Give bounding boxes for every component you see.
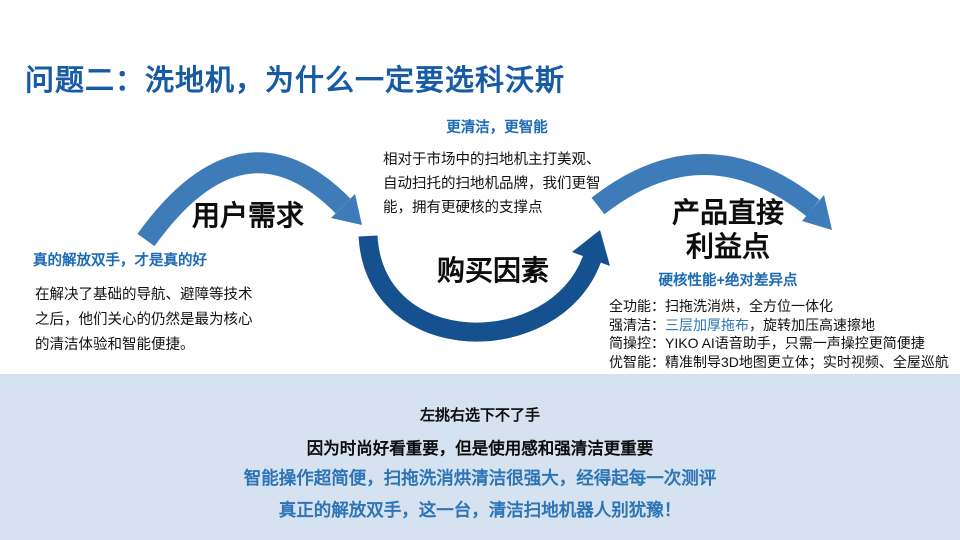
benefit-point-rest: 扫拖洗消烘，全方位一体化 [665, 298, 833, 314]
benefit-point-rest: ，旋转加压高速擦地 [749, 316, 875, 333]
footer-line-4: 真正的解放双手，这一台，清洁扫地机器人别犹豫！ [278, 500, 682, 520]
footer-line-3: 智能操作超简便，扫拖洗消烘清洁很强大，经得起每一次测评 [243, 468, 717, 488]
purchase-factors-arrowhead-icon [572, 230, 610, 266]
benefit-point-prefix: 强清洁： [609, 316, 665, 333]
benefit-point: 简操控：YIKO AI语音助手，只需一声操控更简便捷 [609, 334, 949, 353]
user-needs-body: 在解决了基础的导航、避障等技术之后，他们关心的仍然是最为核心的清洁体验和智能便捷… [35, 287, 253, 353]
product-benefits-label-line1: 产品直接 [671, 197, 784, 228]
footer-line-1: 左挑右选下不了手 [419, 407, 540, 424]
user-needs-arc [137, 152, 351, 247]
benefit-point-prefix: 简操控： [609, 335, 665, 351]
benefit-point: 优智能：精准制导3D地图更立体；实时视频、全屋巡航 [609, 353, 949, 372]
product-benefits-points-list: 全功能：扫拖洗消烘，全方位一体化 强清洁：三层加厚拖布，旋转加压高速擦地 简操控… [609, 297, 949, 371]
benefit-point-highlight: 三层加厚拖布 [665, 316, 749, 333]
benefit-point-prefix: 全功能： [609, 298, 665, 314]
product-benefits-arrowhead-icon [802, 195, 832, 230]
user-needs-subhead: 真的解放双手，才是真的好 [33, 253, 207, 269]
flow-node-product-benefits: 产品直接 利益点 [650, 196, 806, 264]
product-benefits-label-line2: 利益点 [685, 231, 770, 262]
product-benefits-subhead: 硬核性能+绝对差异点 [658, 273, 798, 289]
flow-node-user-needs: 用户需求 [192, 200, 305, 231]
product-benefits-arc [591, 154, 820, 217]
benefit-point-prefix: 优智能： [609, 353, 665, 370]
page-title: 问题二：洗地机，为什么一定要选科沃斯 [25, 65, 566, 98]
benefit-point-rest: 精准制导3D地图更立体；实时视频、全屋巡航 [665, 353, 949, 370]
user-needs-arrowhead-icon [331, 194, 362, 225]
purchase-factors-body: 相对于市场中的扫地机主打美观、自动扫托的扫地机品牌，我们更智能，拥有更硬核的支撑… [383, 152, 601, 216]
footer-band [0, 374, 960, 540]
flow-node-purchase-factors: 购买因素 [437, 255, 550, 286]
benefit-point-rest: YIKO AI语音助手，只需一声操控更简便捷 [665, 335, 925, 351]
footer-line-2: 因为时尚好看重要，但是使用感和强清洁更重要 [306, 440, 654, 458]
benefit-point: 全功能：扫拖洗消烘，全方位一体化 [609, 297, 949, 316]
benefit-point: 强清洁：三层加厚拖布，旋转加压高速擦地 [609, 316, 949, 335]
purchase-factors-subhead: 更清洁，更智能 [446, 120, 548, 136]
purchase-factors-arc [358, 235, 601, 342]
